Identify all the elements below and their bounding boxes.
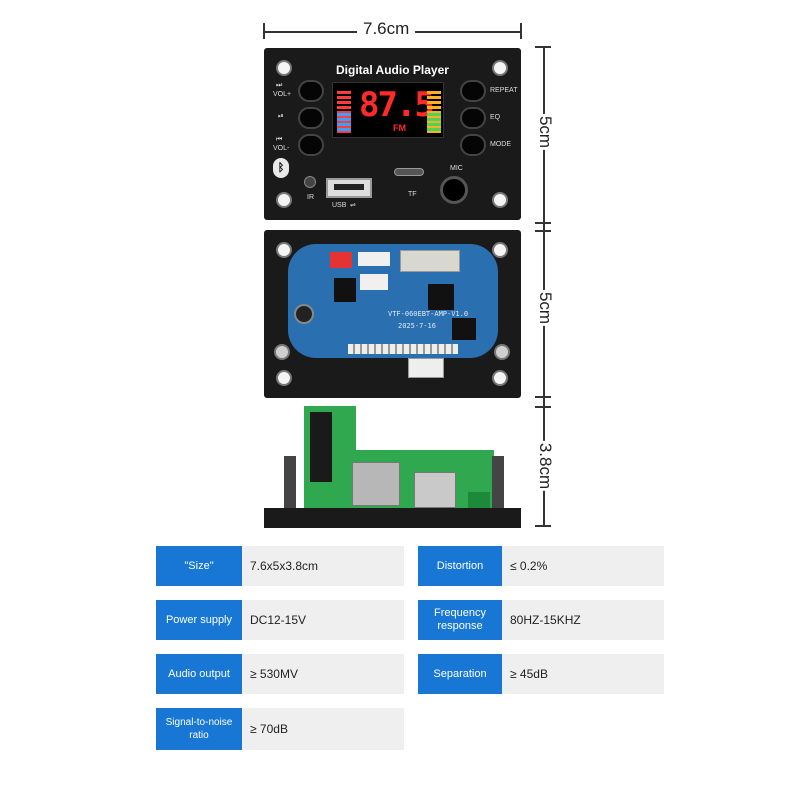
tick-6	[535, 525, 551, 527]
bluetooth-module	[400, 250, 460, 272]
spec-key-separation: Separation	[418, 654, 502, 694]
back-panel: VTF-060EBT-AMP-V1.0 2025-7-16	[264, 230, 521, 398]
spec-key-frequency-response: Frequency response	[418, 600, 502, 640]
tick-3	[535, 230, 551, 232]
spec-key-distortion: Distortion	[418, 546, 502, 586]
mount-hole	[492, 60, 508, 76]
board-model-text: VTF-060EBT-AMP-V1.0	[388, 310, 469, 318]
screw-left	[274, 344, 290, 360]
side-post-right	[492, 456, 504, 510]
mount-hole	[276, 60, 292, 76]
mount-hole	[492, 192, 508, 208]
tick-4	[535, 396, 551, 398]
vol-down-icon: ⏮	[276, 136, 283, 143]
spec-value-size: 7.6x5x3.8cm	[242, 546, 404, 586]
spec-key-power-supply: Power supply	[156, 600, 242, 640]
height-front-label: 5cm	[535, 113, 556, 151]
screw-right	[494, 344, 510, 360]
ic-chip-main	[428, 284, 454, 310]
vol-up-button[interactable]	[298, 80, 324, 102]
spec-key-size: "Size"	[156, 546, 242, 586]
display-frequency: 87.5	[359, 85, 435, 125]
bluetooth-icon: ᛒ	[273, 158, 289, 178]
ic-chip-small	[452, 318, 476, 340]
side-base-plate	[264, 508, 521, 528]
vol-up-icon: ⏭	[276, 82, 283, 89]
side-green-terminal	[468, 492, 490, 510]
side-post-left	[284, 456, 296, 510]
vol-up-label: VOL+	[273, 91, 292, 98]
bottom-connector	[408, 358, 444, 378]
width-dimension-tick-right	[520, 23, 522, 39]
mic-label: MIC	[450, 165, 463, 172]
spec-key-audio-output: Audio output	[156, 654, 242, 694]
height-dimension-line	[543, 46, 545, 526]
lcd-display: 87.5 FM	[332, 82, 444, 138]
play-pause-icon: ⏯	[278, 113, 284, 120]
spec-value-power-supply: DC12-15V	[242, 600, 404, 640]
usb-port[interactable]	[326, 178, 372, 198]
mount-hole	[276, 242, 292, 258]
spectrum-right-low	[427, 113, 441, 133]
ic-chip	[334, 278, 356, 302]
front-panel: Digital Audio Player 87.5 FM ⏭ VOL+ ⏯ ⏮ …	[264, 48, 521, 220]
display-band: FM	[393, 123, 406, 133]
mode-button[interactable]	[460, 134, 486, 156]
mount-hole	[492, 370, 508, 386]
repeat-button[interactable]	[460, 80, 486, 102]
tick-2	[535, 222, 551, 224]
depth-label: 3.8cm	[535, 440, 556, 492]
usb-port-tongue	[334, 184, 364, 190]
mount-hole	[492, 242, 508, 258]
white-connector	[358, 252, 390, 266]
ir-label: IR	[307, 194, 314, 201]
capacitor	[294, 304, 314, 324]
red-connector	[330, 252, 352, 268]
usb-icon: ⇌	[350, 202, 356, 209]
tf-label: TF	[408, 191, 417, 198]
usb-label: USB	[332, 202, 347, 209]
side-usb-port	[414, 472, 456, 508]
board-date-text: 2025-7-16	[398, 322, 436, 330]
width-dimension-tick-left	[263, 23, 265, 39]
width-dimension-label: 7.6cm	[357, 19, 416, 39]
mount-hole	[276, 192, 292, 208]
tf-card-slot[interactable]	[394, 168, 424, 176]
height-back-label: 5cm	[535, 289, 556, 327]
eq-button[interactable]	[460, 107, 486, 129]
side-tf-slot	[352, 462, 400, 506]
spec-value-signal-to-noise: ≥ 70dB	[242, 708, 404, 750]
mode-label: MODE	[490, 141, 511, 148]
tick-5	[535, 406, 551, 408]
pcb-board: VTF-060EBT-AMP-V1.0 2025-7-16	[288, 244, 498, 358]
vol-down-label: VOL-	[273, 145, 290, 152]
spec-value-frequency-response: 80HZ-15KHZ	[502, 600, 664, 640]
side-view	[264, 406, 521, 528]
spec-value-distortion: ≤ 0.2%	[502, 546, 664, 586]
panel-title: Digital Audio Player	[336, 63, 449, 77]
play-pause-button[interactable]	[298, 107, 324, 129]
tick-1	[535, 46, 551, 48]
spec-value-audio-output: ≥ 530MV	[242, 654, 404, 694]
spec-value-separation: ≥ 45dB	[502, 654, 664, 694]
mount-hole	[276, 370, 292, 386]
spec-key-signal-to-noise: Signal-to-noise ratio	[156, 708, 242, 750]
spectrum-left-low	[337, 113, 351, 133]
vol-down-button[interactable]	[298, 134, 324, 156]
pin-header	[348, 344, 458, 354]
eq-label: EQ	[490, 114, 501, 121]
mic-jack[interactable]	[440, 176, 468, 204]
ir-sensor	[304, 176, 316, 188]
side-jack	[310, 412, 332, 482]
repeat-label: REPEAT	[490, 87, 518, 94]
white-connector-2	[360, 274, 388, 290]
